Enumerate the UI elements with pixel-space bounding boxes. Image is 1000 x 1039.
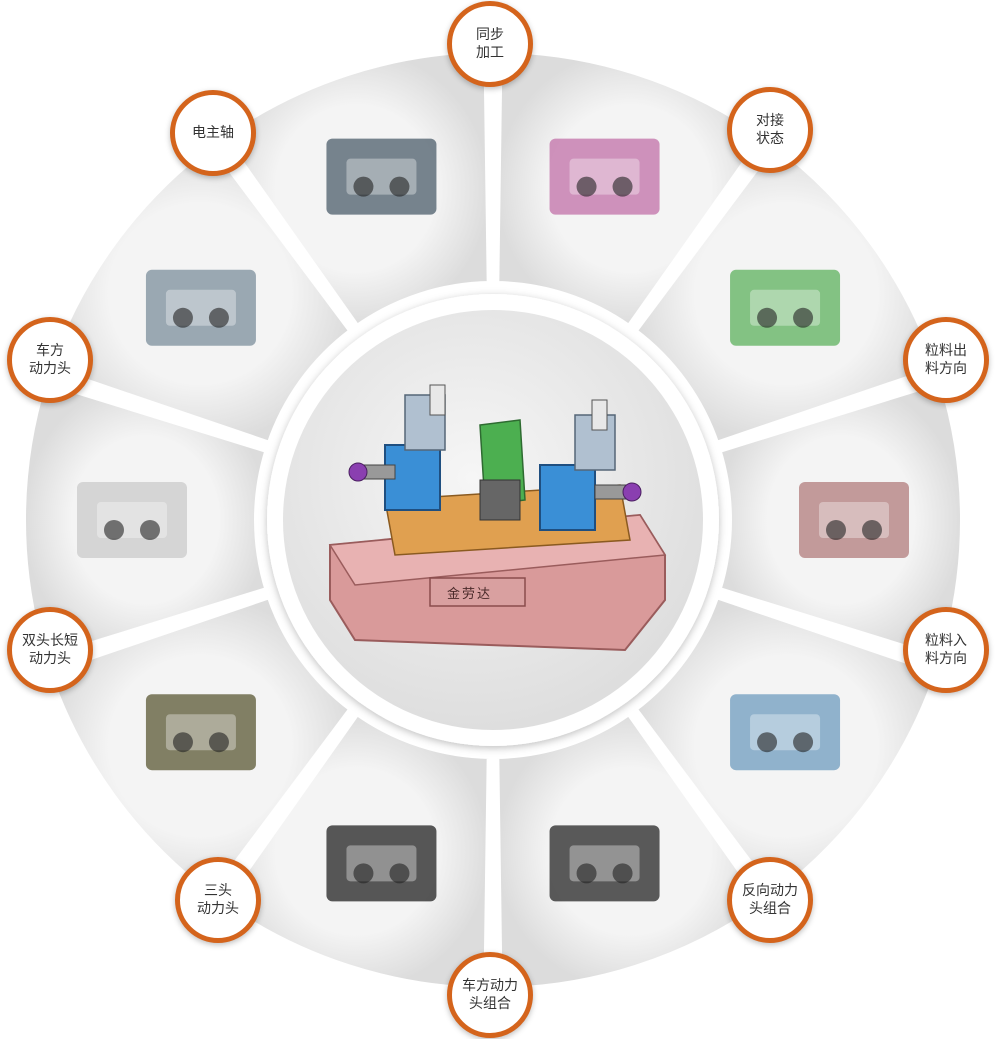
pellet-outfeed-render-icon bbox=[549, 138, 660, 215]
label-text-dual-head: 双头长短 动力头 bbox=[22, 633, 78, 667]
label-text-lathe-combo: 车方动力 头组合 bbox=[462, 978, 518, 1012]
label-docking[interactable]: 对接 状态 bbox=[727, 87, 813, 173]
label-sync[interactable]: 同步 加工 bbox=[447, 1, 533, 87]
label-text-sync: 同步 加工 bbox=[476, 27, 504, 61]
triple-power-head-photo-icon bbox=[549, 825, 660, 902]
square-turning-head-photo-icon bbox=[145, 694, 256, 771]
label-triple-head[interactable]: 三头 动力头 bbox=[175, 857, 261, 943]
label-text-pellet-out: 粒料出 料方向 bbox=[925, 343, 967, 377]
label-spindle[interactable]: 电主轴 bbox=[170, 90, 256, 176]
twin-spindle-lathe-machine-icon bbox=[328, 384, 667, 652]
label-pellet-in[interactable]: 粒料入 料方向 bbox=[903, 607, 989, 693]
lathe-power-head-combo-render-icon bbox=[730, 694, 841, 771]
docking-state-photo-icon bbox=[326, 138, 437, 215]
center-stamp-text: 金劳达 bbox=[447, 587, 493, 602]
label-reverse-combo[interactable]: 反向动力 头组合 bbox=[727, 857, 813, 943]
label-text-square-head: 车方 动力头 bbox=[29, 343, 71, 377]
label-pellet-out[interactable]: 粒料出 料方向 bbox=[903, 317, 989, 403]
label-text-reverse-combo: 反向动力 头组合 bbox=[742, 883, 798, 917]
label-dual-head[interactable]: 双头长短 动力头 bbox=[7, 607, 93, 693]
label-lathe-combo[interactable]: 车方动力 头组合 bbox=[447, 952, 533, 1038]
label-text-docking: 对接 状态 bbox=[756, 113, 784, 147]
pellet-infeed-render-icon bbox=[730, 269, 841, 346]
reverse-power-head-render-icon bbox=[799, 482, 909, 558]
electric-spindle-photo-icon bbox=[77, 482, 187, 558]
label-square-head[interactable]: 车方 动力头 bbox=[7, 317, 93, 403]
label-text-spindle: 电主轴 bbox=[192, 125, 234, 141]
label-text-triple-head: 三头 动力头 bbox=[197, 883, 239, 917]
label-text-pellet-in: 粒料入 料方向 bbox=[925, 633, 967, 667]
dual-power-head-photo-icon bbox=[326, 825, 437, 902]
synchronous-machining-photo-icon bbox=[145, 269, 256, 346]
